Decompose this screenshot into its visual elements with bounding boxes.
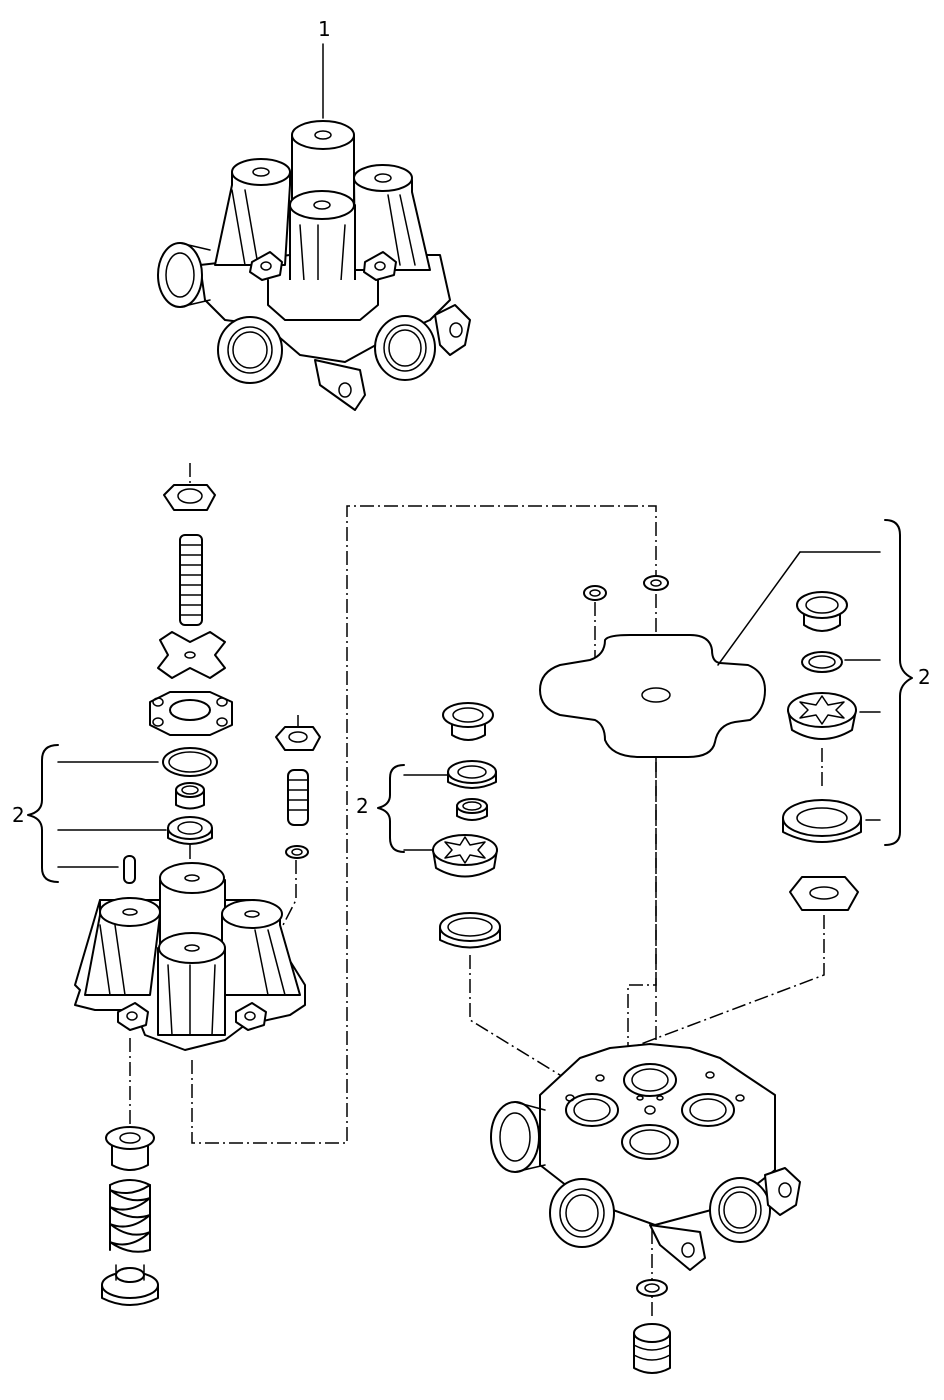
bottom-plug[interactable] bbox=[633, 1323, 671, 1374]
seal-ring-middle-a[interactable] bbox=[447, 760, 497, 789]
axis-line-right-b bbox=[624, 915, 825, 1051]
small-bushing[interactable] bbox=[175, 782, 205, 810]
washer-small[interactable] bbox=[285, 845, 309, 859]
callout-2-left[interactable]: 2 bbox=[12, 803, 25, 827]
leader-2-right-diaphragm bbox=[717, 551, 801, 666]
bracket-left bbox=[27, 744, 59, 883]
thick-ring-right[interactable] bbox=[782, 799, 862, 843]
o-ring-right[interactable] bbox=[801, 651, 843, 673]
hex-nut-top[interactable] bbox=[163, 484, 216, 511]
spring-small[interactable] bbox=[287, 769, 309, 826]
cup-seal-right[interactable] bbox=[796, 591, 848, 632]
seal-ring-left[interactable] bbox=[167, 816, 213, 845]
washer-top-left[interactable] bbox=[583, 585, 607, 601]
lobed-plate[interactable] bbox=[157, 631, 226, 679]
callout-2-right[interactable]: 2 bbox=[918, 665, 931, 689]
ring-middle-lower[interactable] bbox=[439, 912, 501, 949]
hex-nut-right[interactable] bbox=[789, 876, 859, 911]
small-bushing-middle[interactable] bbox=[456, 798, 488, 821]
star-valve-middle[interactable] bbox=[432, 834, 498, 878]
cup-bushing[interactable] bbox=[105, 1126, 155, 1171]
threaded-stud[interactable] bbox=[179, 534, 203, 626]
diaphragm[interactable] bbox=[539, 634, 766, 758]
hex-nut-small[interactable] bbox=[275, 726, 321, 751]
eared-flange[interactable] bbox=[149, 691, 233, 736]
assembled-valve[interactable] bbox=[157, 120, 471, 411]
bracket-middle bbox=[377, 764, 405, 853]
bottom-cap[interactable] bbox=[101, 1264, 159, 1306]
bracket-right bbox=[884, 519, 913, 846]
coil-spring[interactable] bbox=[109, 1179, 151, 1253]
routing-line-main bbox=[191, 505, 657, 1144]
axis-line-diaphragm-body bbox=[627, 758, 657, 1070]
washer-bottom[interactable] bbox=[636, 1279, 668, 1297]
valve-body[interactable] bbox=[490, 1043, 801, 1271]
callout-2-middle[interactable]: 2 bbox=[356, 794, 369, 818]
callout-1[interactable]: 1 bbox=[318, 17, 331, 41]
washer-top-right[interactable] bbox=[643, 575, 669, 591]
upper-housing[interactable] bbox=[74, 862, 306, 1051]
pin[interactable] bbox=[123, 855, 136, 884]
o-ring-large[interactable] bbox=[162, 747, 218, 777]
star-valve-right[interactable] bbox=[787, 692, 857, 740]
cup-seal-middle[interactable] bbox=[442, 702, 494, 741]
